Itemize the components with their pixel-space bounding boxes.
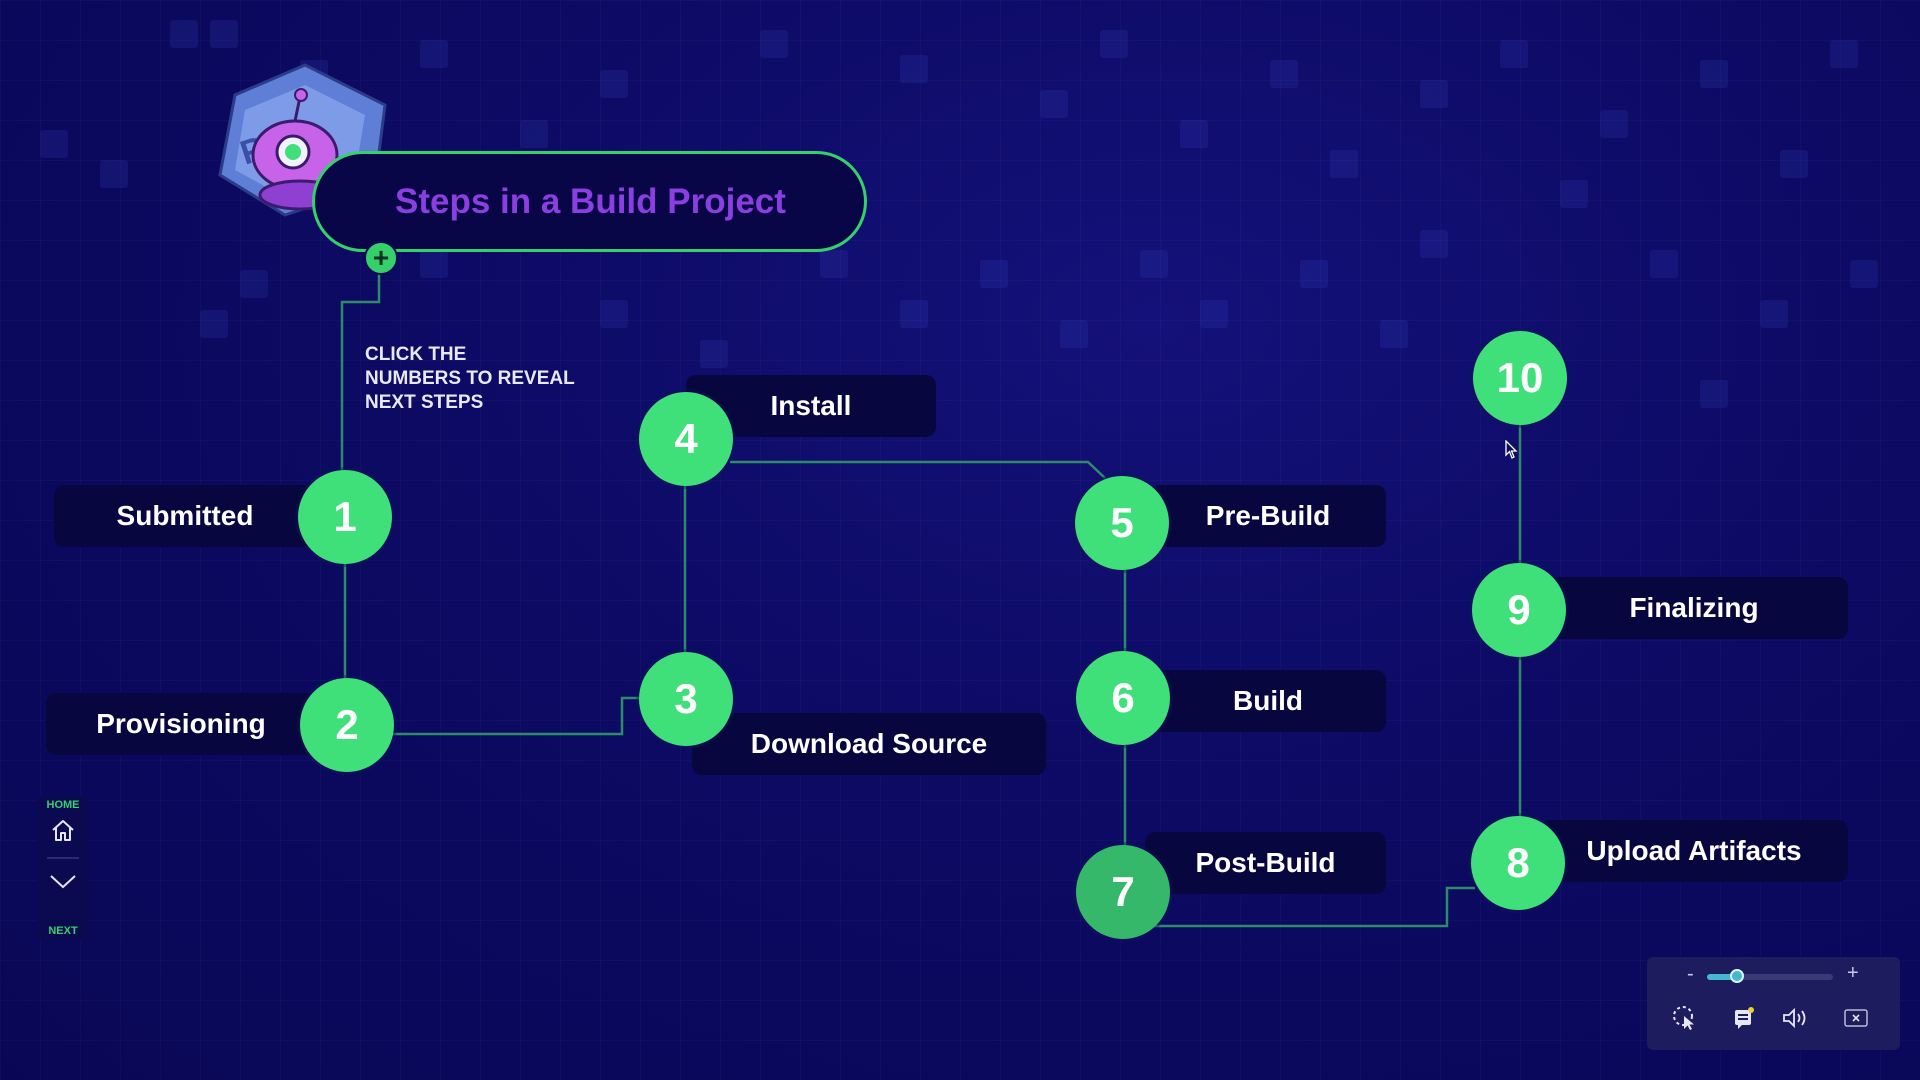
background-square	[1040, 90, 1068, 118]
background-square	[1560, 180, 1588, 208]
background-square	[1300, 260, 1328, 288]
step-5-button[interactable]: 5	[1075, 476, 1169, 570]
step-label-download-source: Download Source	[692, 713, 1046, 775]
background-square	[240, 270, 268, 298]
step-1-button[interactable]: 1	[298, 470, 392, 564]
step-7-button[interactable]: 7	[1076, 845, 1170, 939]
background-square	[1100, 30, 1128, 58]
background-square	[1380, 320, 1408, 348]
background-square	[1420, 230, 1448, 258]
background-square	[1760, 300, 1788, 328]
background-square	[1650, 250, 1678, 278]
home-label: HOME	[46, 799, 80, 811]
volume-icon[interactable]	[1780, 1003, 1812, 1033]
step-label-build: Build	[1150, 670, 1386, 732]
next-label: NEXT	[48, 925, 78, 937]
player-controls: - +	[1647, 957, 1900, 1050]
background-square	[1830, 40, 1858, 68]
page-title: Steps in a Build Project	[395, 182, 786, 221]
background-square	[1270, 60, 1298, 88]
pointer-icon[interactable]	[1670, 1003, 1702, 1033]
background-square	[420, 250, 448, 278]
background-square	[1700, 60, 1728, 88]
expand-plus-icon[interactable]: +	[364, 241, 398, 275]
background-square	[1330, 150, 1358, 178]
background-square	[980, 260, 1008, 288]
close-icon[interactable]	[1840, 1003, 1872, 1033]
background-square	[1200, 300, 1228, 328]
background-square	[820, 250, 848, 278]
mouse-cursor-icon	[1505, 440, 1518, 459]
step-label-submitted: Submitted	[54, 485, 316, 547]
zoom-out-button[interactable]: -	[1687, 963, 1694, 985]
step-label-pre-build: Pre-Build	[1150, 485, 1386, 547]
connector-title-1	[340, 255, 381, 470]
background-square	[1700, 380, 1728, 408]
step-label-upload-artifacts: Upload Artifacts	[1540, 820, 1848, 882]
connector-4-5	[730, 460, 1106, 479]
step-label-provisioning: Provisioning	[46, 693, 316, 755]
background-square	[420, 40, 448, 68]
connector-2-3	[392, 696, 640, 736]
background-square	[1060, 320, 1088, 348]
step-6-button[interactable]: 6	[1076, 651, 1170, 745]
background-square	[1140, 250, 1168, 278]
step-label-post-build: Post-Build	[1145, 832, 1386, 894]
step-4-button[interactable]: 4	[639, 392, 733, 486]
background-square	[520, 120, 548, 148]
background-square	[600, 70, 628, 98]
step-label-finalizing: Finalizing	[1540, 577, 1848, 639]
zoom-slider[interactable]	[1707, 969, 1833, 983]
background-square	[1420, 80, 1448, 108]
background-square	[700, 340, 728, 368]
background-square	[1500, 40, 1528, 68]
background-square	[200, 310, 228, 338]
nav-divider	[47, 857, 79, 859]
background-square	[1850, 260, 1878, 288]
background-square	[900, 55, 928, 83]
background-square	[40, 130, 68, 158]
step-9-button[interactable]: 9	[1472, 563, 1566, 657]
chevron-down-icon[interactable]	[49, 873, 77, 891]
step-2-button[interactable]: 2	[300, 678, 394, 772]
home-icon[interactable]	[50, 817, 76, 843]
background-square	[760, 30, 788, 58]
side-navigation: HOME NEXT	[37, 795, 89, 940]
captions-icon[interactable]	[1728, 1003, 1760, 1033]
connector-7-8	[1150, 886, 1475, 928]
zoom-in-button[interactable]: +	[1847, 962, 1859, 984]
title-banner	[312, 151, 867, 252]
background-square	[100, 160, 128, 188]
background-square	[1600, 110, 1628, 138]
background-square	[600, 300, 628, 328]
background-square	[900, 300, 928, 328]
instructions-text: CLICK THE NUMBERS TO REVEAL NEXT STEPS	[365, 344, 575, 413]
step-10-button[interactable]: 10	[1473, 331, 1567, 425]
background-square	[210, 20, 238, 48]
background-square	[170, 20, 198, 48]
background-square	[1780, 150, 1808, 178]
step-3-button[interactable]: 3	[639, 652, 733, 746]
background-square	[1180, 120, 1208, 148]
zoom-slider-handle[interactable]	[1729, 969, 1744, 983]
zoom-slider-fill	[1707, 974, 1737, 980]
step-8-button[interactable]: 8	[1471, 816, 1565, 910]
